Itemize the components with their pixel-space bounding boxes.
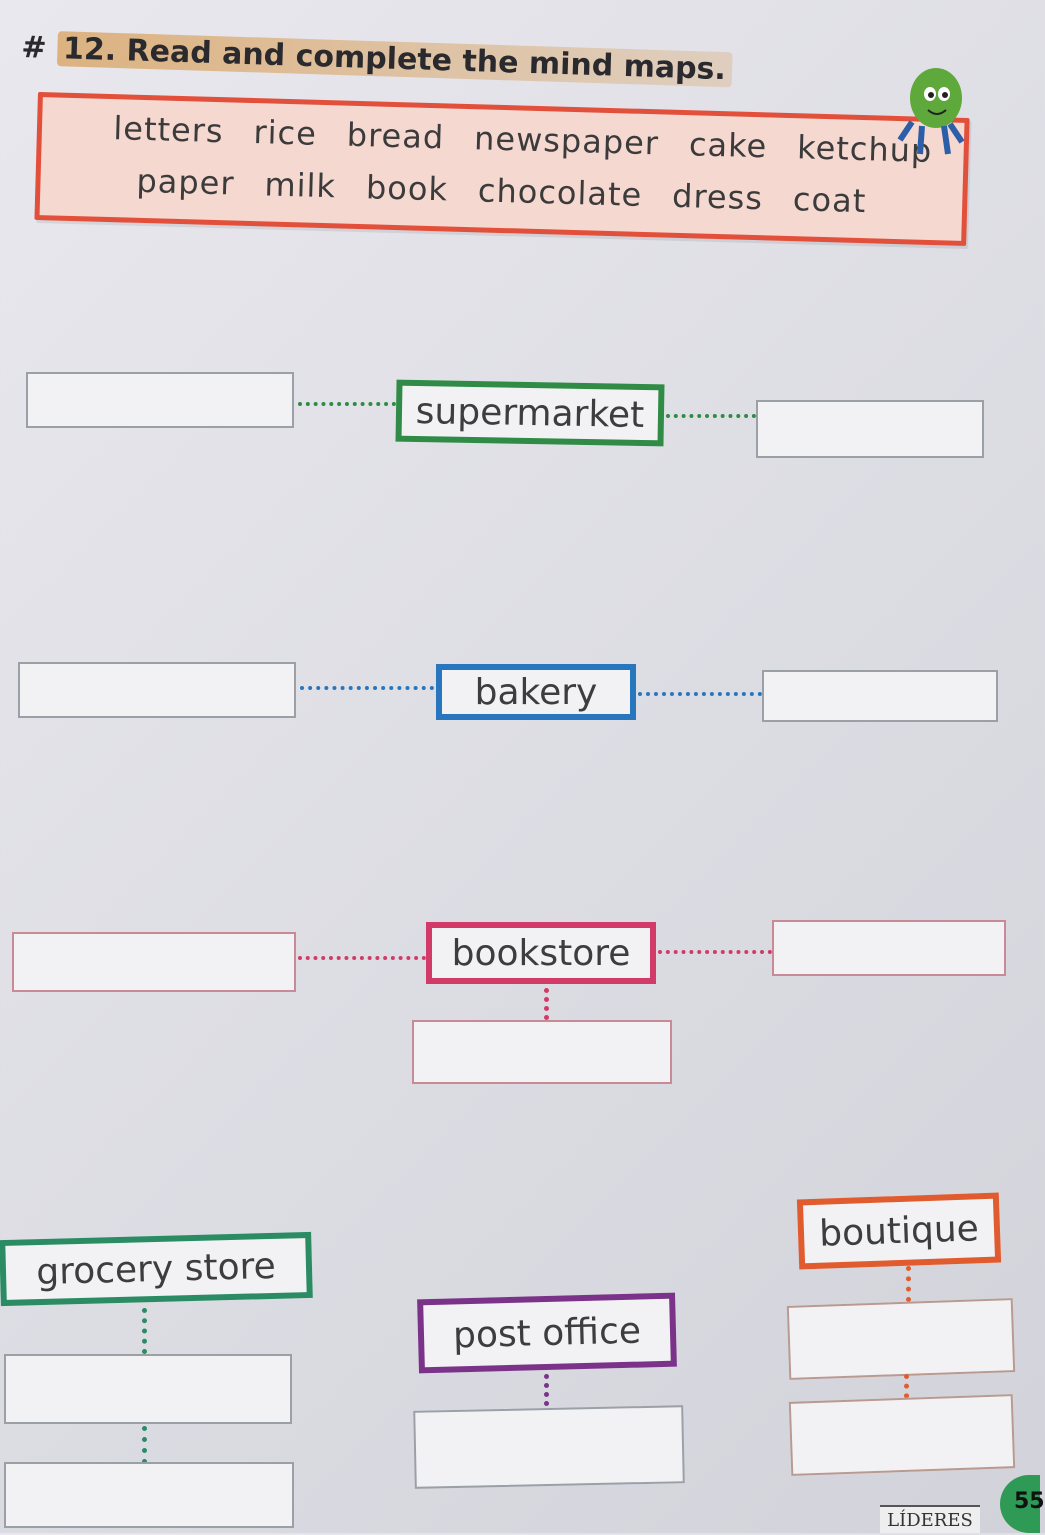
publisher-logo: LÍDERES	[880, 1505, 980, 1533]
connector-boutique-2	[904, 1374, 909, 1408]
connector-boutique-1	[906, 1266, 911, 1302]
word: bread	[346, 115, 445, 157]
hub-boutique: boutique	[796, 1192, 1002, 1270]
word-bank-row-1: letters rice bread newspaper cake ketchu…	[42, 107, 985, 171]
word: dress	[671, 176, 764, 218]
connector-supermarket-right	[666, 414, 756, 418]
hub-post-office: post office	[417, 1292, 677, 1374]
word: rice	[253, 113, 318, 153]
answer-box-bookstore-right[interactable]	[772, 920, 1006, 976]
connector-bakery-left	[300, 686, 434, 690]
connector-bookstore-left	[298, 956, 426, 960]
word: letters	[112, 109, 225, 151]
answer-box-boutique-2[interactable]	[788, 1394, 1016, 1476]
answer-box-post-office[interactable]	[413, 1405, 685, 1489]
word-bank-row-2: paper milk book chocolate dress coat	[40, 159, 963, 223]
word-bank: letters rice bread newspaper cake ketchu…	[34, 92, 970, 246]
connector-grocery-2	[142, 1426, 147, 1464]
page-number: 55	[1000, 1475, 1045, 1533]
hub-supermarket: supermarket	[395, 379, 665, 447]
exercise-marker: #	[20, 30, 48, 66]
connector-bakery-right	[638, 692, 762, 696]
answer-box-bakery-left[interactable]	[18, 662, 296, 718]
connector-supermarket-left	[298, 402, 396, 406]
connector-bookstore-down	[544, 988, 549, 1020]
word: coat	[792, 180, 867, 221]
word: milk	[264, 165, 337, 206]
hub-bakery: bakery	[436, 664, 636, 720]
hub-grocery-store: grocery store	[0, 1231, 313, 1307]
answer-box-bookstore-left[interactable]	[12, 932, 296, 992]
word: cake	[688, 125, 768, 166]
answer-box-supermarket-right[interactable]	[756, 400, 984, 458]
connector-grocery-1	[142, 1308, 147, 1354]
hub-bookstore: bookstore	[426, 922, 656, 984]
answer-box-bakery-right[interactable]	[762, 670, 998, 722]
connector-bookstore-right	[658, 950, 772, 954]
answer-box-grocery-2[interactable]	[4, 1462, 294, 1528]
exercise-title-text: 12. Read and complete the mind maps.	[56, 31, 733, 88]
word: chocolate	[477, 171, 643, 214]
answer-box-boutique-1[interactable]	[786, 1298, 1016, 1380]
answer-box-grocery-1[interactable]	[4, 1354, 292, 1424]
word: newspaper	[473, 119, 660, 163]
connector-post-office	[544, 1374, 549, 1406]
answer-box-supermarket-left[interactable]	[26, 372, 294, 428]
word: paper	[135, 161, 236, 203]
mascot-icon	[897, 68, 965, 155]
answer-box-bookstore-bottom[interactable]	[412, 1020, 672, 1084]
word: book	[365, 168, 449, 209]
exercise-title: # 12. Read and complete the mind maps.	[20, 30, 733, 88]
